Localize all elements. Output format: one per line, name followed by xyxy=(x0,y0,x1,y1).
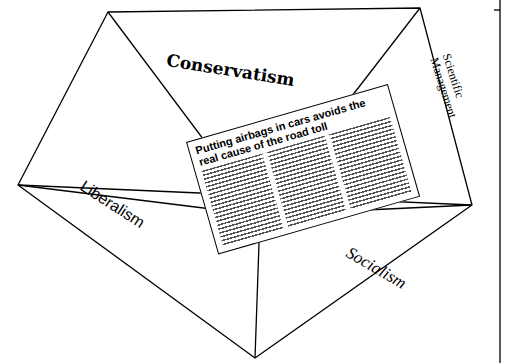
margin-tick xyxy=(494,9,500,10)
column-gap xyxy=(325,134,351,210)
funnel-outline xyxy=(18,8,472,358)
margin-rule xyxy=(499,0,500,363)
column-gap xyxy=(262,152,288,228)
